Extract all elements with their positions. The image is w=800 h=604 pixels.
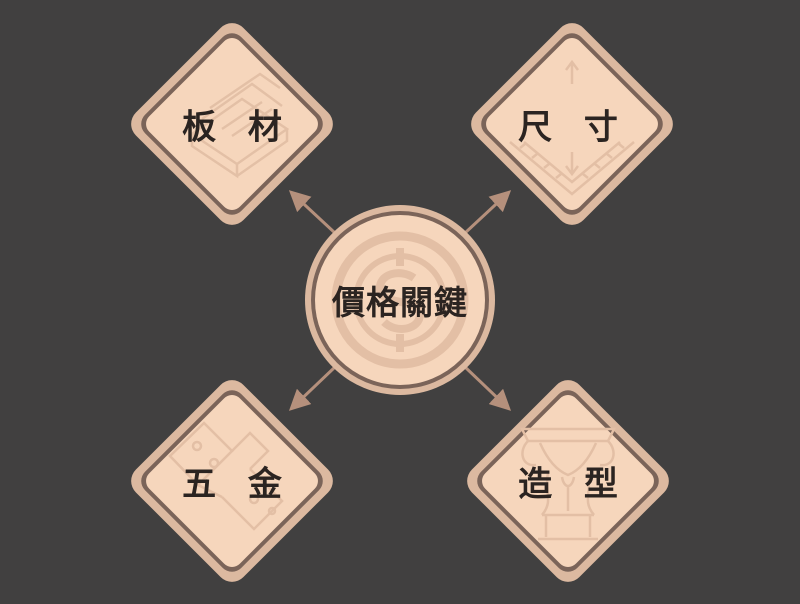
coin-icon	[331, 231, 469, 369]
center-label: 價格關鍵	[332, 283, 468, 322]
hinge-icon	[168, 421, 284, 531]
arrow-to-top-left	[288, 190, 337, 235]
arrow-to-bottom-left	[288, 365, 337, 411]
column-capital-icon	[519, 427, 617, 541]
label-bottom-left: 五 金	[182, 464, 292, 505]
label-top-left: 板 材	[182, 107, 292, 148]
center-node	[305, 205, 495, 395]
tile-top-left	[131, 23, 333, 225]
tile-top-right	[471, 23, 673, 225]
label-bottom-right: 造 型	[518, 464, 628, 505]
tile-bottom-right	[467, 380, 669, 582]
label-top-right: 尺 寸	[518, 107, 628, 148]
arrow-to-top-right	[463, 190, 512, 235]
lumber-planks-icon	[189, 72, 290, 179]
arrow-to-bottom-right	[463, 365, 512, 411]
measuring-ruler-icon	[509, 59, 635, 196]
tile-bottom-left	[131, 380, 333, 582]
